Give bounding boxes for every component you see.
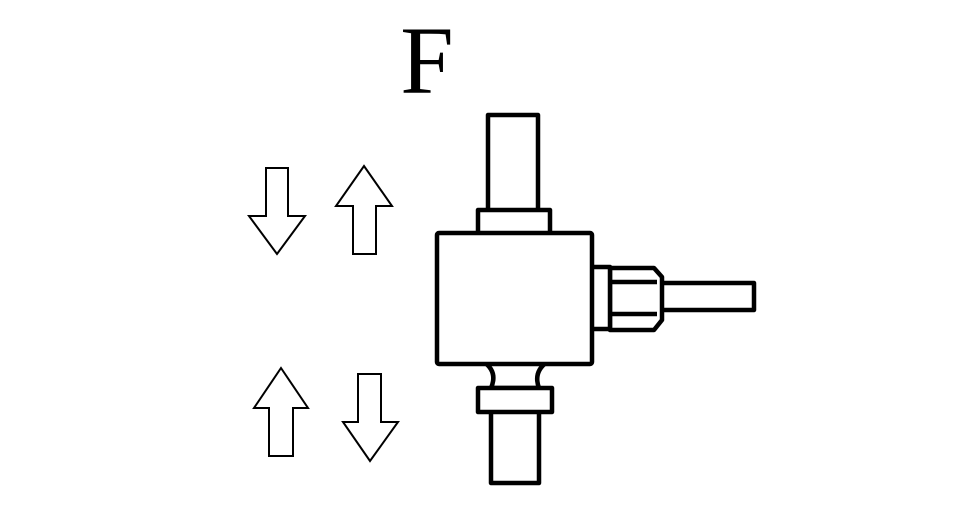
top-rod [485,112,541,215]
arrow-up-upper [334,164,394,255]
load-cell-sensor [434,112,757,486]
force-label: F [400,7,453,114]
arrow-down-lower [341,373,400,463]
arrow-up-lower [252,366,310,457]
bottom-rod [488,401,542,486]
bottom-flange [475,385,555,415]
cable-gland-nut [607,265,665,333]
sensor-body [434,230,595,367]
cable [649,280,757,313]
force-arrows [247,164,400,463]
arrow-down-upper [247,167,307,256]
